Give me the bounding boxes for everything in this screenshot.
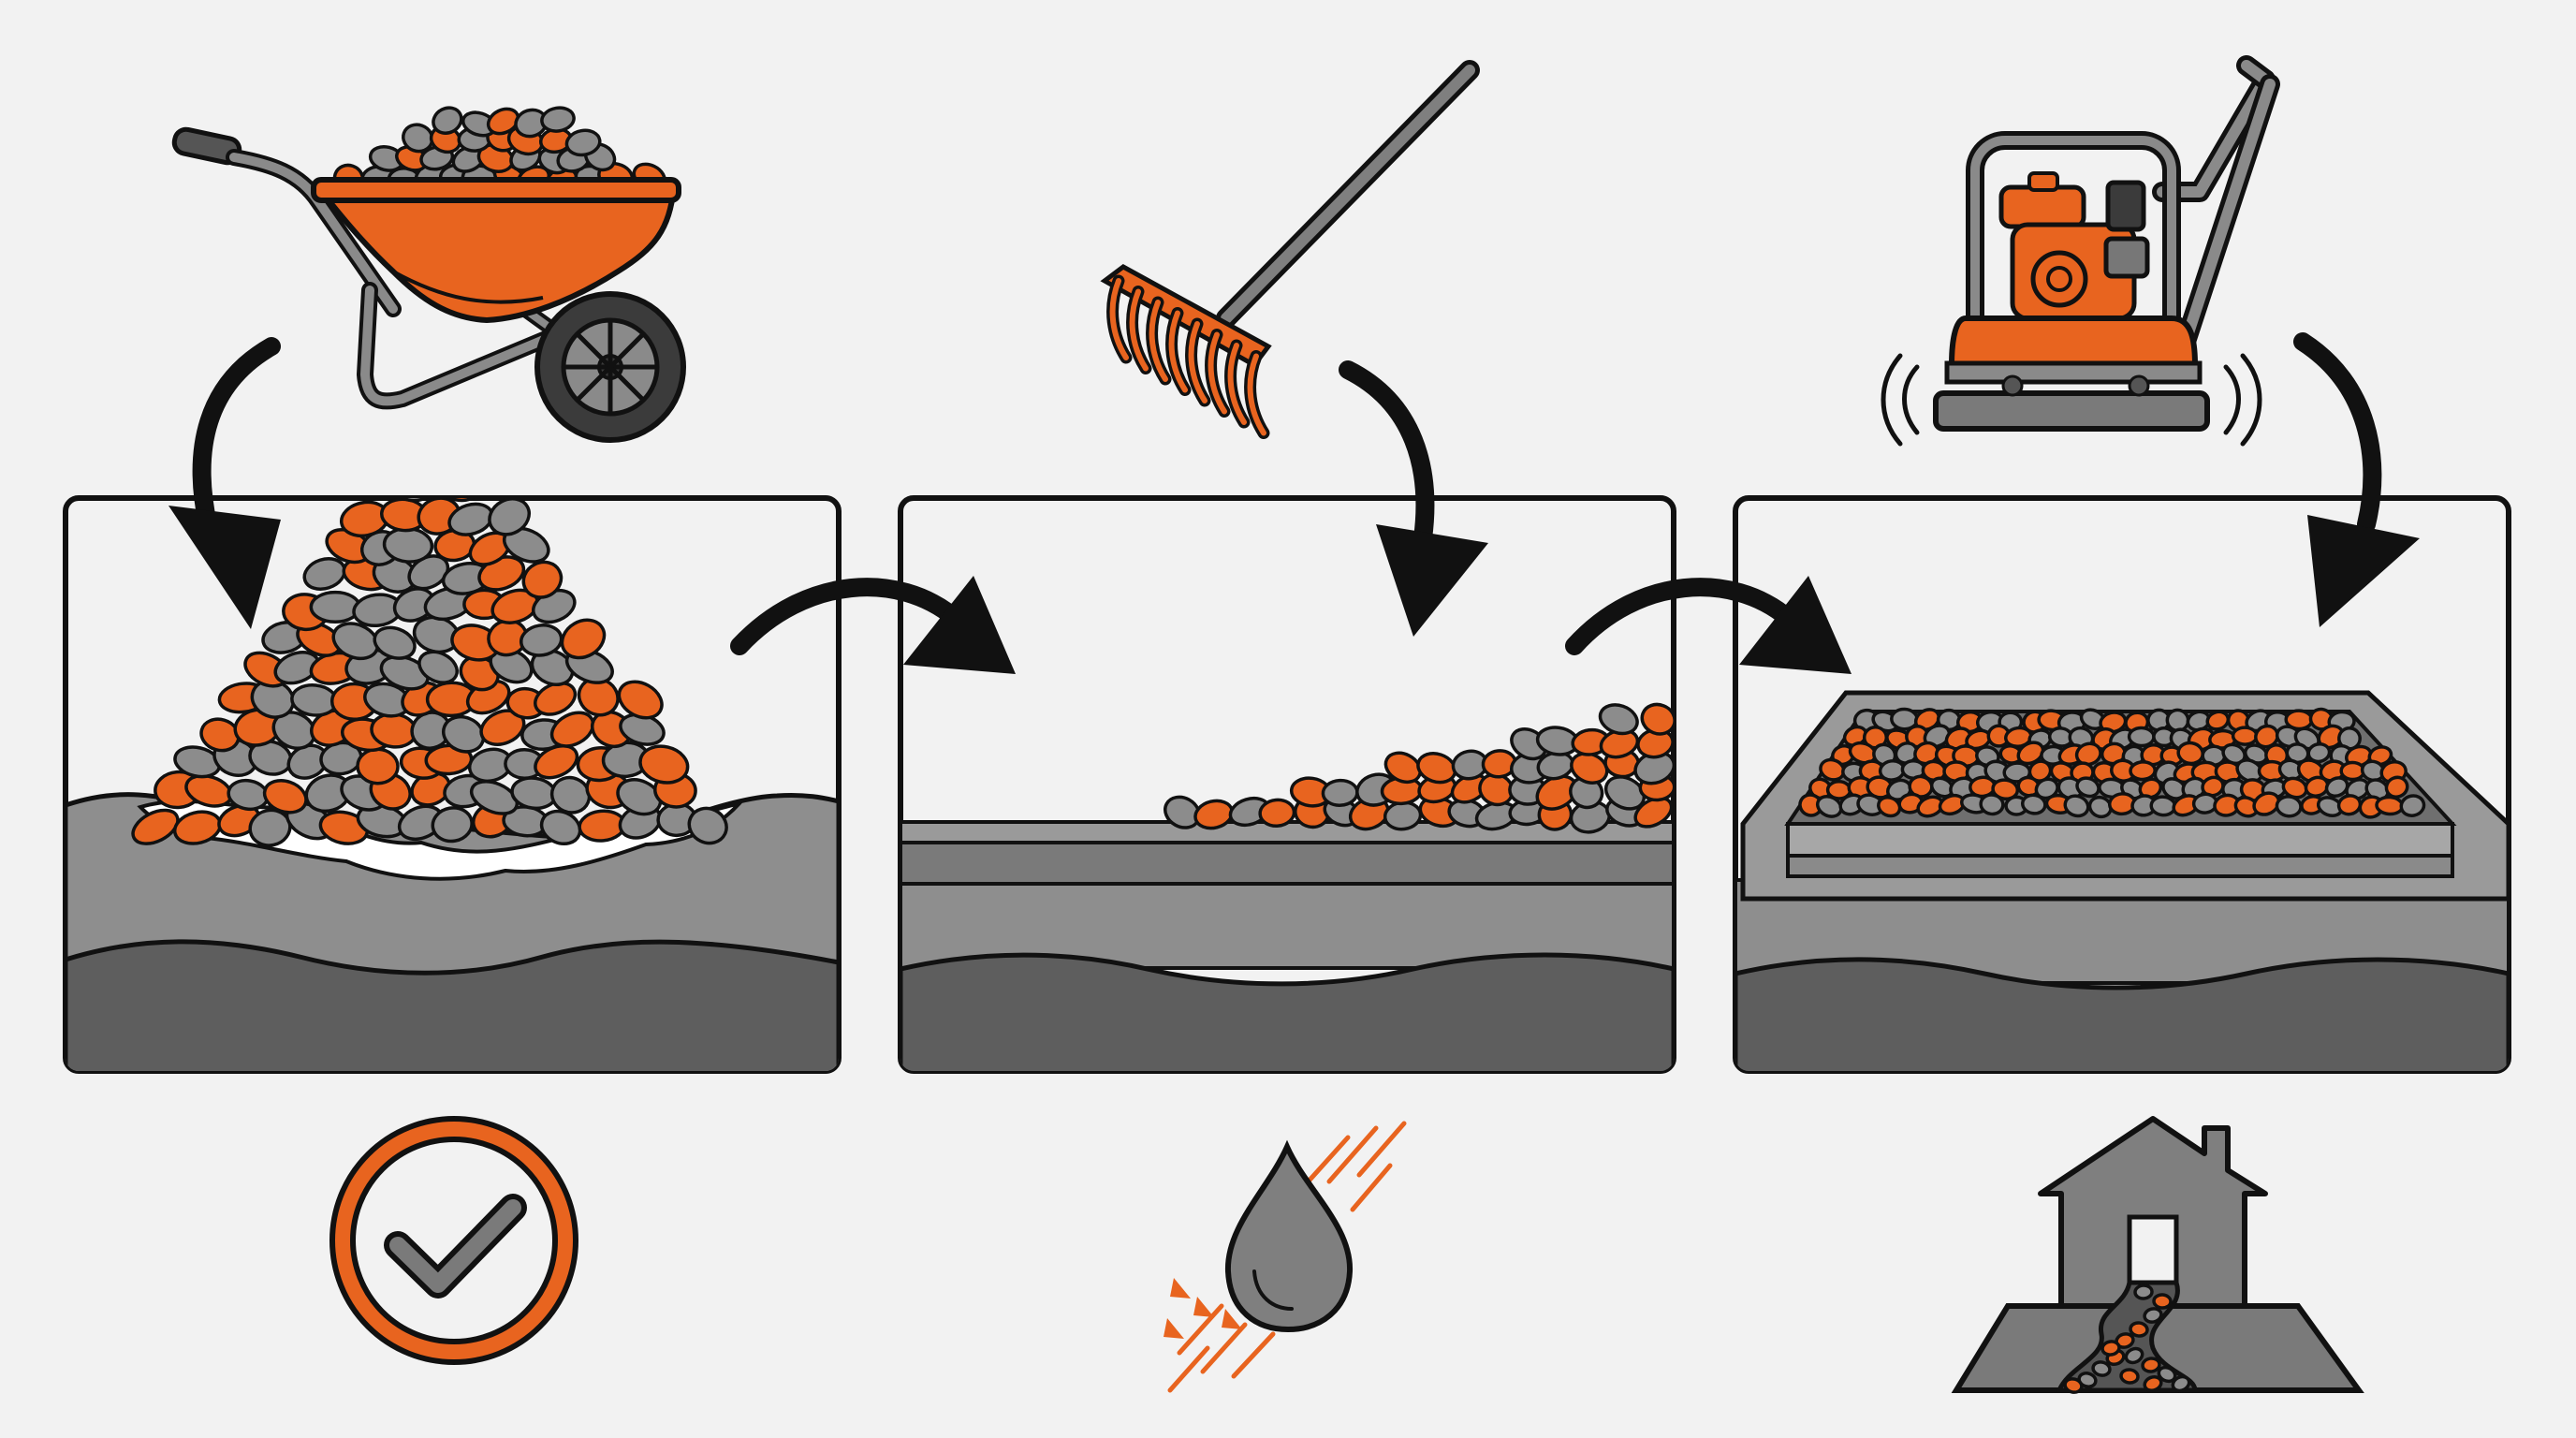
gravel-stone: [2143, 1307, 2163, 1324]
gravel-stone: [1633, 796, 1674, 829]
step1-gravel-pile: [131, 430, 728, 847]
gravel-stone: [2375, 795, 2405, 816]
gravel-stone: [530, 648, 575, 687]
gravel-stone: [356, 747, 400, 785]
gravel-stone: [2384, 775, 2409, 800]
gravel-stone: [2324, 776, 2349, 799]
gravel-stone: [2129, 760, 2157, 782]
rake-head: [1100, 264, 1272, 369]
gravel-stone: [2075, 776, 2100, 799]
step2-soil-top: [900, 841, 1674, 886]
gravel-stone: [2133, 1284, 2154, 1300]
gravel-stone: [1598, 703, 1639, 736]
gravel-stone: [331, 622, 380, 661]
house-gravel-path-icon: [1951, 1116, 2364, 1394]
gravel-stone: [540, 106, 576, 133]
gravel-stone: [1640, 702, 1674, 736]
gravel-stone: [431, 806, 474, 844]
gravel-stone: [385, 430, 430, 467]
gravel-stone: [469, 780, 520, 815]
gravel-stone: [2127, 726, 2156, 748]
gravel-stone: [1258, 798, 1296, 828]
vibration-marks: [1881, 353, 2262, 447]
gravel-stone: [2124, 1346, 2144, 1365]
gravel-stone: [2119, 1368, 2140, 1385]
step3-soil-deep: [1735, 957, 2509, 1071]
gravel-stone: [2149, 795, 2177, 817]
gravel-stone: [2063, 1377, 2084, 1394]
gravel-stone: [2157, 1365, 2177, 1384]
gravel-stone: [2201, 775, 2225, 798]
step2-soil-deep: [900, 952, 1674, 1071]
gravel-stone: [417, 650, 460, 684]
gravel-stone: [687, 806, 728, 845]
gravel-stone: [2091, 1360, 2112, 1377]
gravel-stone: [1321, 778, 1359, 807]
gravel-stone: [1877, 795, 1902, 818]
gravel-stone: [421, 433, 464, 471]
rake-icon: [1100, 60, 1480, 439]
gravel-stone: [486, 107, 520, 136]
gravel-stone: [2087, 795, 2113, 819]
step3-gravel-compacted: [1798, 707, 2426, 819]
gravel-stone: [2129, 1321, 2149, 1338]
gravel-stone: [2275, 795, 2303, 818]
gravel-stone: [2141, 1357, 2161, 1373]
step2-gravel-spread: [1164, 702, 1674, 834]
gravel-stone: [2399, 794, 2426, 817]
arrow-step2-to-step3: [1565, 576, 1852, 674]
step3-sand-layer: [1786, 822, 2454, 858]
arrow-down-step1: [168, 337, 281, 629]
gravel-stone: [519, 624, 564, 657]
gravel-stone: [2231, 726, 2259, 746]
gravel-stone: [442, 714, 486, 754]
gravel-stone: [488, 498, 531, 536]
check-circle-icon: [329, 1116, 578, 1365]
gravel-stone: [1815, 794, 1843, 818]
gravel-stone: [549, 711, 595, 748]
gravel-stone: [2077, 1372, 2098, 1388]
gravel-stone: [564, 128, 602, 157]
gravel-stone: [131, 808, 180, 845]
gravel-stone: [1603, 775, 1647, 811]
gravel-stone: [638, 744, 690, 785]
water-drop-drainage-icon: [1164, 1121, 1407, 1393]
gravel-stone: [373, 625, 417, 660]
gravel-stone: [2063, 794, 2090, 818]
gravel-stone: [432, 106, 463, 135]
gravel-stone: [521, 560, 564, 599]
gravel-stone: [463, 461, 512, 499]
arrow-down-step3: [2293, 332, 2420, 627]
gravel-stone: [617, 680, 664, 720]
gravel-stone: [2252, 791, 2281, 816]
gravel-stone: [2100, 1340, 2121, 1357]
gravel-stone: [2143, 1374, 2163, 1393]
step2-panel: [898, 495, 1676, 1074]
gravel-stone: [1383, 751, 1423, 785]
arrow-down-step2: [1339, 360, 1488, 637]
gravel-stone: [560, 618, 607, 660]
step1-panel: [63, 430, 842, 1074]
gravel-stone: [549, 775, 592, 814]
gravel-stone: [534, 681, 578, 716]
gravel-stone: [2306, 741, 2332, 764]
gravel-stone: [1991, 778, 2020, 801]
gravel-stone: [2138, 777, 2163, 800]
gravel-stone: [262, 779, 308, 814]
gravel-stone: [1979, 793, 2005, 816]
gravel-stone: [2152, 1293, 2173, 1310]
arrow-step1-to-step2: [730, 576, 1016, 674]
step3-panel: [1733, 495, 2511, 1074]
gravel-stone: [309, 590, 361, 624]
gravel-stone: [2074, 741, 2102, 767]
gravel-stone: [2171, 1374, 2191, 1393]
step3-base-strip: [1786, 854, 2454, 878]
gravel-stone: [379, 654, 430, 691]
step1-soil-deep: [66, 939, 839, 1071]
wheelbarrow-icon: [171, 106, 686, 443]
gravel-stone: [616, 778, 663, 816]
gravel-stone: [2021, 793, 2047, 815]
plate-compactor-icon: [1881, 55, 2280, 447]
